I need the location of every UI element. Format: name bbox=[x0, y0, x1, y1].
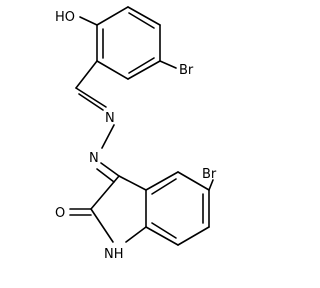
carbonyl-o-label: O bbox=[55, 206, 65, 221]
bond-n-c3 bbox=[100, 162, 120, 177]
bond-c-br-top bbox=[159, 60, 177, 69]
bond-n-n bbox=[101, 124, 115, 149]
bond bbox=[96, 60, 129, 80]
bond bbox=[177, 226, 210, 246]
bottom-benzene-ring bbox=[145, 171, 210, 246]
double-bond-inner bbox=[128, 12, 155, 29]
bond-c-br-bottom bbox=[208, 179, 214, 191]
bond bbox=[145, 226, 179, 246]
bromo-top-label: Br bbox=[179, 63, 194, 78]
double-bond-ch-n bbox=[78, 93, 104, 111]
bond bbox=[145, 171, 179, 191]
top-benzene-ring bbox=[96, 6, 161, 80]
bond bbox=[177, 171, 210, 191]
double-bond-n-c3 bbox=[96, 168, 115, 183]
bromo-bottom-label: Br bbox=[202, 167, 217, 182]
amine-nh-label: NH bbox=[104, 247, 124, 262]
bond bbox=[118, 175, 147, 191]
double-bond-inner bbox=[151, 222, 177, 239]
bond bbox=[127, 6, 161, 26]
hydroxyl-label: HO bbox=[55, 10, 75, 25]
chemical-structure-diagram: HO Br N N Br O NH bbox=[55, 6, 217, 262]
double-bond-inner bbox=[151, 178, 177, 195]
bond-ring-ch bbox=[75, 60, 98, 89]
bond-ch-n bbox=[75, 87, 107, 108]
bond bbox=[90, 175, 120, 210]
bond bbox=[96, 6, 129, 26]
hydrazone-n-label: N bbox=[89, 151, 99, 166]
bond bbox=[127, 60, 161, 80]
bond bbox=[125, 226, 147, 243]
imine-n-label: N bbox=[105, 111, 115, 126]
bond bbox=[90, 208, 114, 243]
bond-c-oh bbox=[79, 16, 98, 26]
five-membered-ring bbox=[90, 175, 147, 243]
double-bond-inner bbox=[128, 57, 155, 74]
